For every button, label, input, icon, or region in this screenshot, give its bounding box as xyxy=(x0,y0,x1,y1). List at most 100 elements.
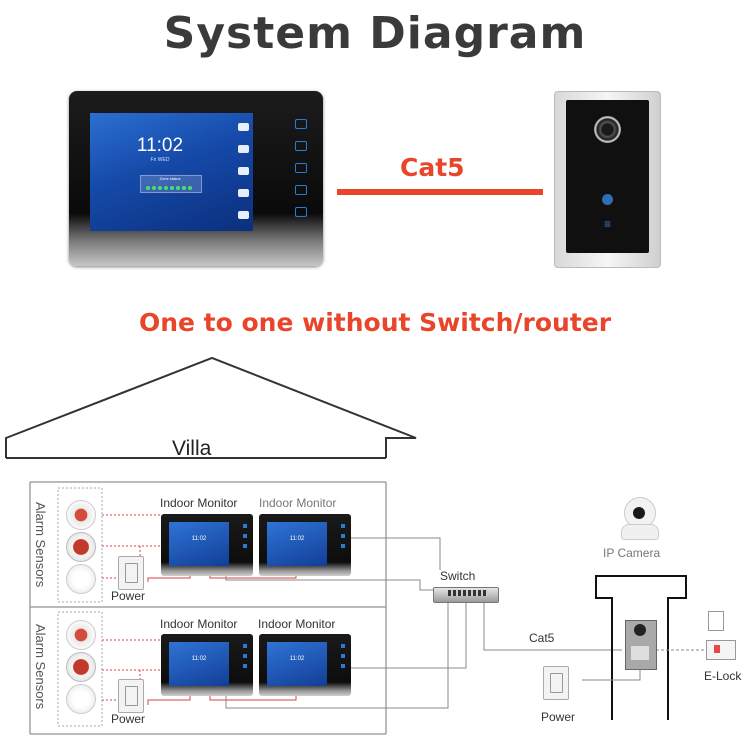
rfid-icon: ≡ xyxy=(603,217,611,231)
cat5-label-top: Cat5 xyxy=(400,153,465,182)
gate-pillar xyxy=(595,575,687,720)
alarm-sensors-label: Alarm Sensors xyxy=(33,624,48,710)
indoor-monitor-label: Indoor Monitor xyxy=(259,496,337,510)
home-icon xyxy=(295,185,307,195)
villa-label: Villa xyxy=(172,437,212,460)
camera-icon xyxy=(238,145,249,153)
power-label: Power xyxy=(111,712,146,726)
smoke-detector-icon xyxy=(66,620,96,650)
zone-indicator xyxy=(170,186,174,190)
outdoor-power-wire xyxy=(582,668,641,681)
cat5-label-bottom: Cat5 xyxy=(529,631,555,645)
outdoor-power-label: Power xyxy=(541,710,576,724)
power-wire-lower xyxy=(147,692,191,705)
side-button-icon xyxy=(341,524,345,528)
zone-indicator xyxy=(176,186,180,190)
indoor-monitor: 11:02 xyxy=(161,514,253,576)
switch-ports xyxy=(448,590,488,596)
media-icon xyxy=(238,167,249,175)
settings-icon xyxy=(238,189,249,197)
side-buttons xyxy=(295,119,307,227)
monitor-screen: 11:02 xyxy=(169,642,229,686)
screen-time: 11:02 xyxy=(289,656,305,662)
lock-indicator xyxy=(714,645,720,653)
door-camera-lens xyxy=(594,116,621,143)
indoor-monitor: 11:02 xyxy=(259,514,351,576)
screen-time: 11:02 xyxy=(191,536,207,542)
sensor-group-lower xyxy=(57,611,103,727)
power-wire-lower xyxy=(209,692,297,701)
side-button-icon xyxy=(341,664,345,668)
message-icon xyxy=(238,211,249,219)
side-button-icon xyxy=(341,644,345,648)
elock-label: E-Lock xyxy=(704,669,742,683)
monitor-screen: 11:02 xyxy=(267,522,327,566)
power-label: Power xyxy=(111,589,146,603)
screen-time: 11:02 xyxy=(191,656,207,662)
emergency-button-icon xyxy=(66,532,96,562)
ip-camera-lens xyxy=(633,507,645,519)
electric-lock-icon xyxy=(706,640,736,660)
zone-indicator xyxy=(158,186,162,190)
motion-sensor-icon xyxy=(66,564,96,594)
side-button-icon xyxy=(243,534,247,538)
talk-icon xyxy=(295,119,307,129)
zone-indicator xyxy=(182,186,186,190)
monitor-screen: 11:02 xyxy=(267,642,327,686)
ip-camera-label: IP Camera xyxy=(603,546,661,560)
unlock-icon xyxy=(295,141,307,151)
motion-sensor-icon xyxy=(66,684,96,714)
sensor-group-upper xyxy=(57,487,103,603)
side-button-icon xyxy=(243,654,247,658)
indoor-monitor-label: Indoor Monitor xyxy=(258,617,336,631)
zone-indicator xyxy=(152,186,156,190)
switch-label: Switch xyxy=(440,569,476,583)
house-roof xyxy=(5,356,417,458)
outdoor-camera-lens xyxy=(634,624,646,636)
power-supply-icon xyxy=(543,666,569,700)
zone-status-label: Zone status xyxy=(159,176,181,181)
side-button-icon xyxy=(341,534,345,538)
door-station: ≡ xyxy=(554,91,661,268)
side-button-icon xyxy=(341,544,345,548)
zone-indicator xyxy=(188,186,192,190)
lan-cable-outdoor xyxy=(483,602,622,651)
alarm-sensors-label: Alarm Sensors xyxy=(33,502,48,588)
phone-icon xyxy=(238,123,249,131)
mail-icon xyxy=(295,207,307,217)
lan-cable xyxy=(350,537,441,570)
screen-menu xyxy=(236,117,252,229)
side-button-icon xyxy=(243,664,247,668)
lock-keypad-icon xyxy=(708,611,724,631)
diagram-subtitle: One to one without Switch/router xyxy=(138,308,612,337)
house-wiring-diagram xyxy=(5,356,704,735)
indoor-monitor: 11:02 xyxy=(259,634,351,696)
indoor-monitor-label: Indoor Monitor xyxy=(160,617,238,631)
monitor-icon xyxy=(295,163,307,173)
zone-indicator xyxy=(164,186,168,190)
monitor-screen: 11:02 Fri WED Zone status xyxy=(90,113,253,231)
monitor-screen: 11:02 xyxy=(169,522,229,566)
ip-camera-base xyxy=(621,524,659,540)
zone-indicator xyxy=(146,186,150,190)
call-button xyxy=(602,194,613,205)
cat5-cable-top xyxy=(337,189,543,195)
screen-time: 11:02 xyxy=(289,536,305,542)
door-station-panel: ≡ xyxy=(566,100,649,253)
lan-cable xyxy=(225,572,436,591)
lan-cable xyxy=(225,602,449,709)
power-supply-icon xyxy=(118,679,144,713)
side-button-icon xyxy=(341,654,345,658)
indoor-monitor-label: Indoor Monitor xyxy=(160,496,238,510)
side-button-icon xyxy=(243,544,247,548)
diagram-title: System Diagram xyxy=(163,8,587,59)
smoke-detector-icon xyxy=(66,500,96,530)
side-button-icon xyxy=(243,644,247,648)
outdoor-keypad xyxy=(631,646,649,660)
indoor-monitor: 11:02 xyxy=(161,634,253,696)
screen-date: Fri WED xyxy=(150,157,170,163)
lan-cable xyxy=(350,602,467,669)
side-button-icon xyxy=(243,524,247,528)
screen-time: 11:02 xyxy=(136,135,184,156)
emergency-button-icon xyxy=(66,652,96,682)
